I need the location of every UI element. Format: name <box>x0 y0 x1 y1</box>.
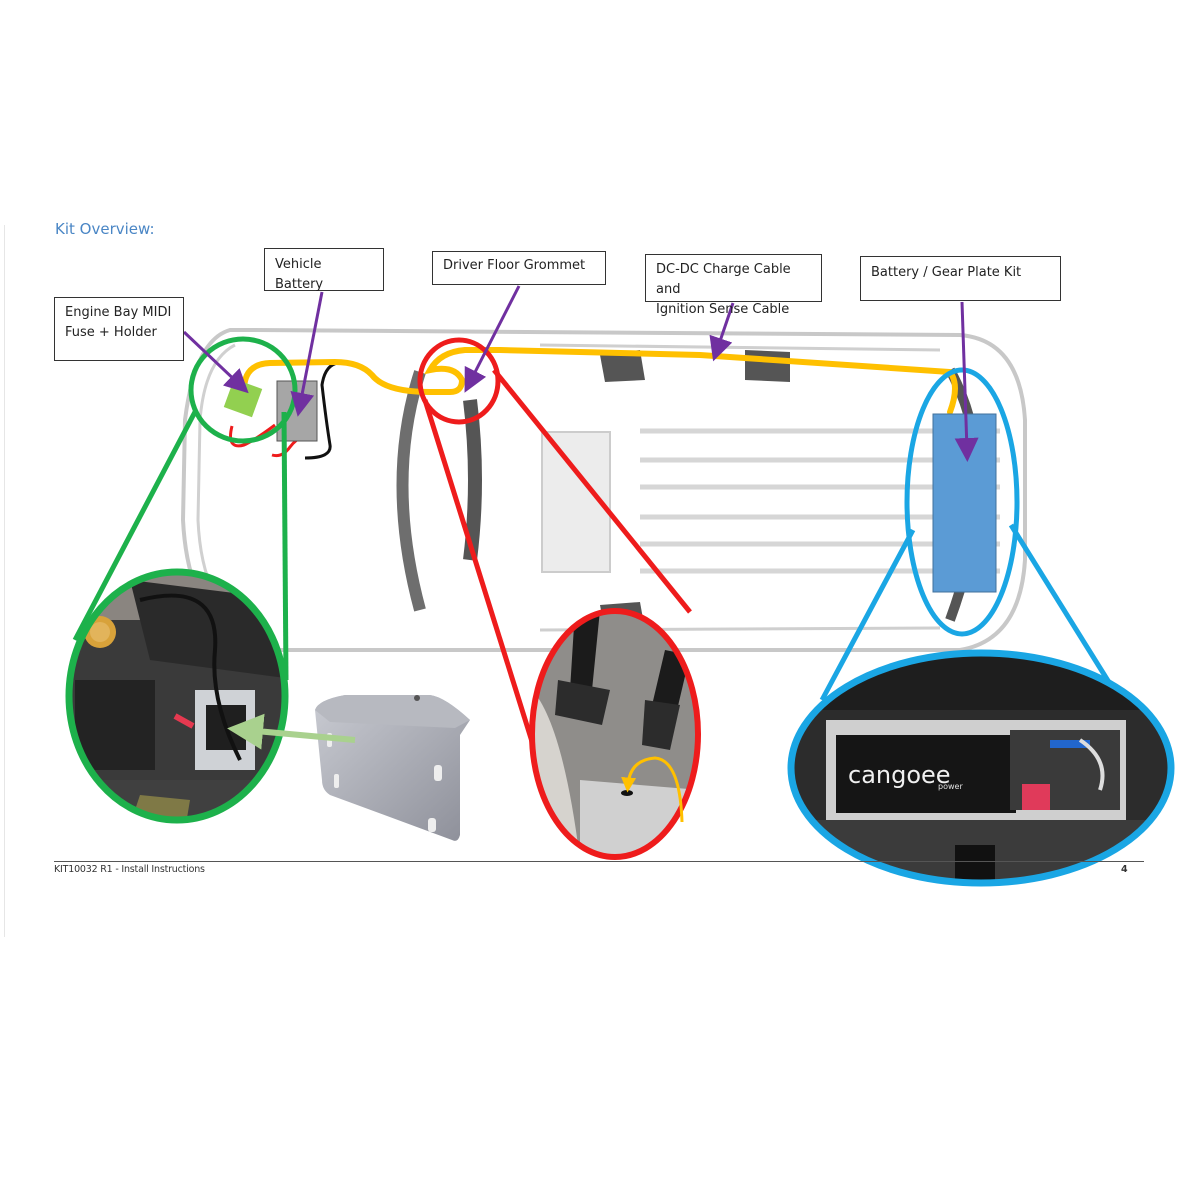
callout-gear-plate: Battery / Gear Plate Kit <box>860 256 1061 301</box>
midi-fuse-arrow <box>182 330 249 394</box>
engine-bay-photo-frame <box>65 568 289 824</box>
callout-gear-plate-line1: Battery / Gear Plate Kit <box>871 265 1022 280</box>
car-outline <box>180 328 1027 652</box>
callout-vehicle-battery-line1: Vehicle Battery <box>275 257 324 292</box>
vehicle-battery-arrow <box>290 291 324 417</box>
engine-bay-photo <box>69 572 285 820</box>
cangoee-brand-sub: power <box>938 782 963 791</box>
page-number: 4 <box>1121 864 1128 875</box>
callout-dcdc-cable: DC-DC Charge Cable and Ignition Sense Ca… <box>645 254 822 317</box>
cargo-photo-frame <box>787 649 1175 887</box>
engine-bay-zoom-ring <box>72 336 298 681</box>
black-wire <box>304 361 339 460</box>
car-dash <box>463 399 482 561</box>
grommet-arrow <box>621 756 684 823</box>
car-door-mirrors <box>600 350 790 632</box>
midi-fuse-holder <box>223 378 263 418</box>
footwell-photo-frame <box>529 608 701 860</box>
bracket-location-arrow <box>227 713 356 750</box>
callout-midi-fuse-line1: Engine Bay MIDI <box>65 305 172 320</box>
callout-dcdc-cable-line1: DC-DC Charge Cable and <box>656 262 791 297</box>
footwell-photo <box>532 611 698 857</box>
section-title: Kit Overview: <box>55 220 155 238</box>
callout-midi-fuse: Engine Bay MIDI Fuse + Holder <box>54 297 184 361</box>
dcdc-charge-cable <box>241 347 958 415</box>
footer-document-id: KIT10032 R1 - Install Instructions <box>54 864 205 875</box>
page-edge <box>4 225 5 937</box>
callout-floor-grommet-line1: Driver Floor Grommet <box>443 258 586 273</box>
floor-grommet-arrow <box>464 285 521 393</box>
gear-plate-arrow <box>954 301 979 462</box>
callout-midi-fuse-line2: Fuse + Holder <box>65 325 157 340</box>
callout-floor-grommet: Driver Floor Grommet <box>432 251 606 285</box>
callout-dcdc-cable-line2: Ignition Sense Cable <box>656 302 790 317</box>
battery-gear-plate <box>932 413 997 593</box>
callout-vehicle-battery: Vehicle Battery <box>264 248 384 292</box>
cangoee-brand-text: cangoee <box>848 761 951 789</box>
footer-rule <box>54 861 1144 862</box>
car-windscreen <box>396 370 426 612</box>
dcdc-cable-arrow <box>709 302 735 362</box>
mounting-bracket <box>315 695 470 841</box>
cargo-photo: cangoee power <box>791 653 1170 883</box>
cargo-zoom-ring <box>819 367 1123 702</box>
